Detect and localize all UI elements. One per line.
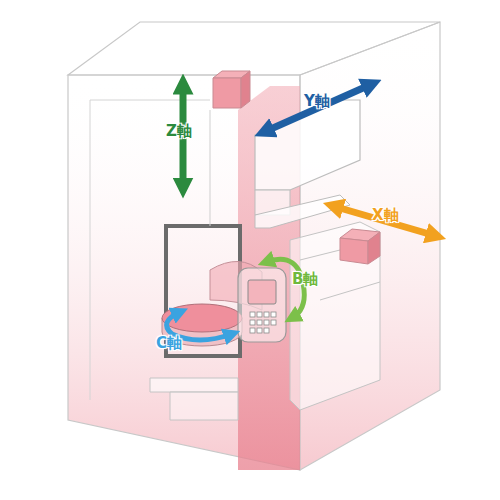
base-step: [170, 392, 238, 420]
saddle: [290, 222, 380, 410]
b-axis-arrow: [266, 259, 304, 318]
y-axis-arrow: [264, 84, 372, 132]
base-plate: [150, 378, 238, 392]
enclosure-inner-edge: [90, 100, 91, 400]
enclosure-inner-edge: [90, 100, 210, 101]
top-cube: [213, 71, 250, 108]
side-cube: [340, 229, 380, 264]
axis-label: X軸: [372, 208, 399, 223]
control-screen: [248, 280, 276, 304]
control-keys: [250, 312, 276, 333]
axis-label: Z軸: [166, 124, 192, 139]
axis-label: B軸: [292, 272, 318, 287]
x-slide: [255, 195, 350, 228]
x-axis-arrow: [333, 206, 436, 236]
axis-label: C軸: [156, 336, 182, 351]
column-left-edge: [210, 110, 211, 226]
head-body: [238, 268, 286, 342]
axis-label: Y軸: [304, 94, 330, 109]
saddle-edge: [320, 282, 380, 300]
